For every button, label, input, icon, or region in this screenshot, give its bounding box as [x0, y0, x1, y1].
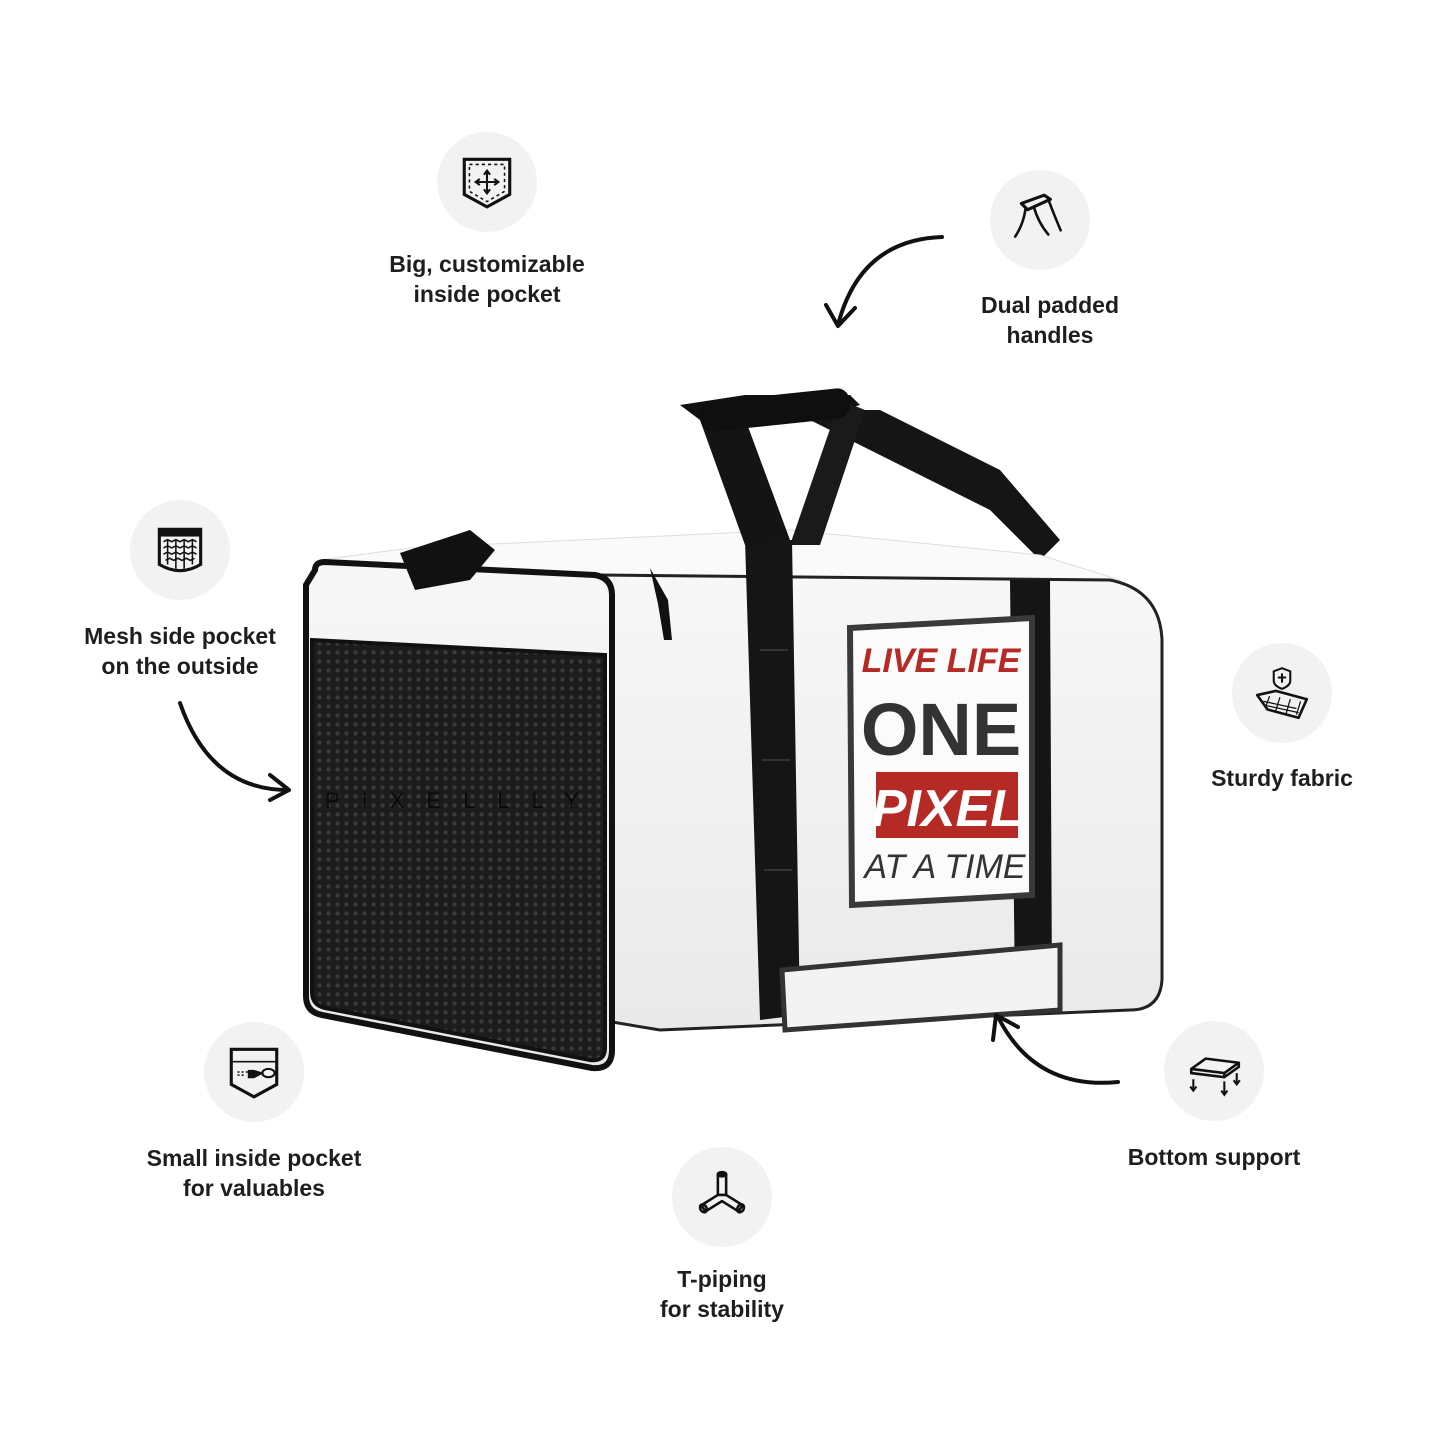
small-pocket-badge [204, 1022, 304, 1122]
bottom-support-icon [1189, 1057, 1241, 1097]
handles-line-2: handles [1006, 322, 1094, 348]
mesh-pocket-label: Mesh side pocket on the outside [30, 621, 330, 681]
print-line-2: ONE [861, 688, 1021, 771]
bottom-support-badge [1164, 1021, 1264, 1121]
mesh-pocket-line-1: Mesh side pocket [84, 623, 276, 649]
bottom-support-label: Bottom support [1064, 1142, 1364, 1172]
print-line-3: PIXEL [872, 780, 1022, 838]
fabric-line-1: Sturdy fabric [1211, 765, 1353, 791]
inside-pocket-label: Big, customizable inside pocket [337, 249, 637, 309]
inside-pocket-badge [437, 132, 537, 232]
small-pocket-label: Small inside pocket for valuables [104, 1143, 404, 1203]
inside-pocket-line-2: inside pocket [413, 281, 561, 307]
bottom-support-line-1: Bottom support [1127, 1144, 1301, 1170]
print-line-4: AT A TIME [862, 848, 1026, 886]
t-piping-icon [698, 1170, 746, 1214]
handles-line-1: Dual padded [980, 292, 1119, 318]
handles-badge [990, 170, 1090, 270]
mesh-pocket-badge [130, 500, 230, 600]
print-line-1: LIVE LIFE [862, 642, 1022, 680]
t-piping-line-2: for stability [660, 1296, 784, 1322]
padded-handles-icon [1013, 193, 1062, 238]
handles-label: Dual padded handles [900, 290, 1200, 350]
small-pocket-line-1: Small inside pocket [146, 1145, 362, 1171]
mesh-pocket-line-2: on the outside [101, 653, 259, 679]
mesh-pocket-icon [157, 527, 203, 573]
side-brand-text: PIXELLLY [325, 788, 601, 813]
zipper-pocket-icon [229, 1047, 279, 1099]
t-piping-label: T-piping for stability [572, 1264, 872, 1324]
small-pocket-line-2: for valuables [183, 1175, 325, 1201]
fabric-label: Sturdy fabric [1132, 763, 1432, 793]
t-piping-badge [672, 1147, 772, 1247]
inside-pocket-icon [462, 157, 512, 209]
fabric-badge [1232, 643, 1332, 743]
sturdy-fabric-icon [1255, 667, 1309, 720]
inside-pocket-line-1: Big, customizable [389, 251, 585, 277]
t-piping-line-1: T-piping [677, 1266, 767, 1292]
